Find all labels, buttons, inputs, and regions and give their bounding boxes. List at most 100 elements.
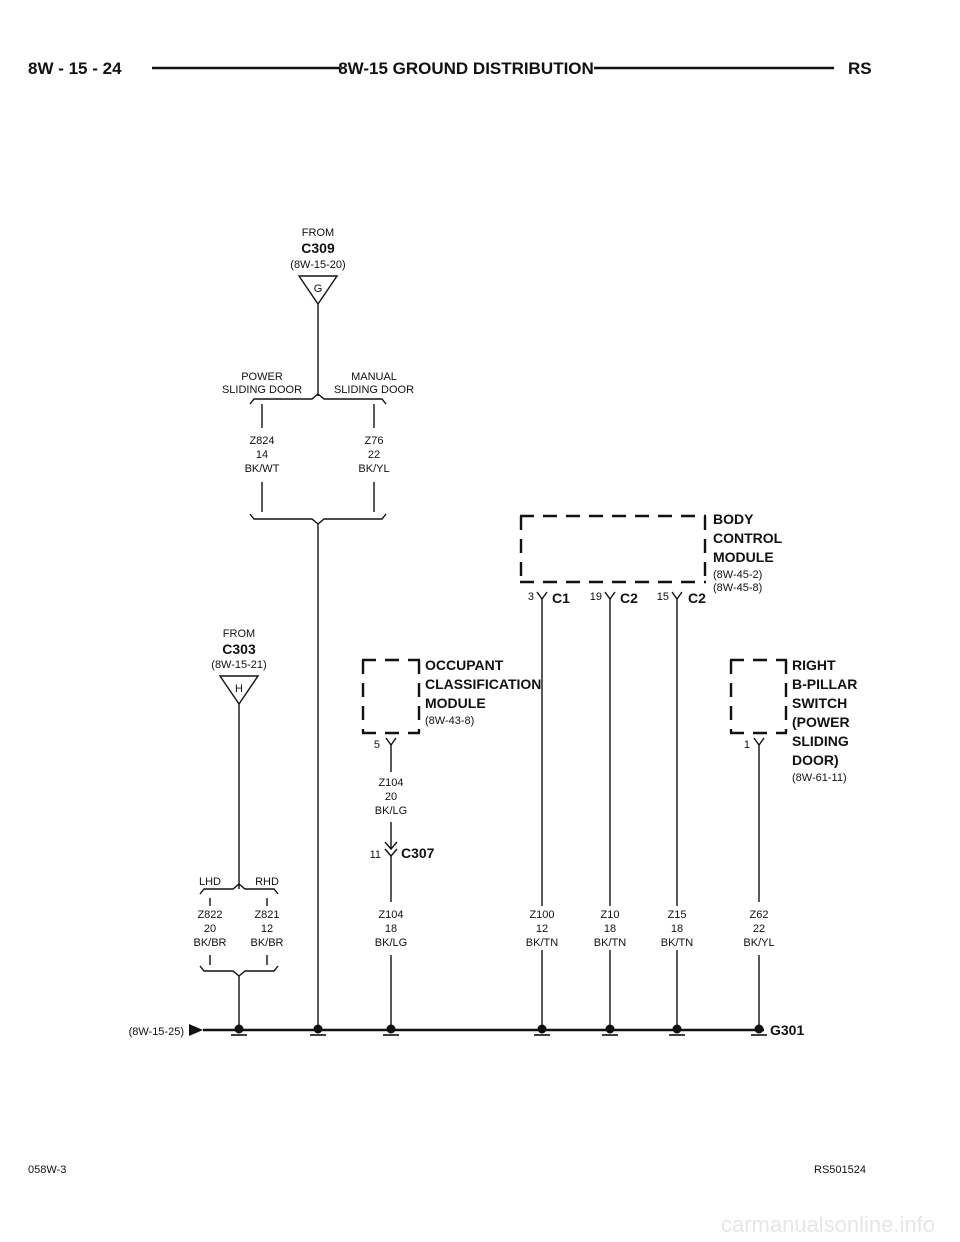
model-code: RS — [848, 59, 872, 78]
bpillar-box — [729, 658, 788, 735]
bcm-name-3: MODULE — [713, 549, 774, 565]
c303-connector-label: C303 — [222, 641, 256, 657]
z76-circuit: Z76 — [365, 435, 384, 447]
bcm-name-1: BODY — [713, 511, 754, 527]
splice-dot-icon — [669, 1024, 685, 1036]
splice-dot-icon — [310, 1024, 326, 1036]
footer-right-code: RS501524 — [814, 1164, 866, 1176]
rhd-label: RHD — [255, 876, 279, 888]
bpillar-name-6: DOOR) — [792, 752, 839, 768]
bpillar-pin-terminal-icon — [753, 737, 765, 747]
bcm-pin-15-terminal-icon — [671, 591, 683, 601]
c307-pin: 11 — [370, 849, 381, 861]
ocm-pin-5: 5 — [374, 739, 380, 751]
c303-ref: (8W-15-21) — [211, 659, 266, 671]
z10-circuit: Z10 — [601, 909, 620, 921]
c303-from-label: FROM — [223, 628, 255, 640]
ocm-name-2: CLASSIFICATION — [425, 676, 541, 692]
z104-upper-color: BK/LG — [375, 805, 407, 817]
ocm-box — [361, 658, 421, 735]
z76-color: BK/YL — [358, 463, 389, 475]
door-brace-top — [249, 393, 387, 405]
bpillar-name-1: RIGHT — [792, 657, 836, 673]
lhd-label: LHD — [199, 876, 221, 888]
z104-lower-color: BK/LG — [375, 937, 407, 949]
splice-g-letter: G — [314, 283, 323, 295]
drive-brace-bottom — [199, 965, 279, 977]
bus-arrow-icon — [189, 1024, 203, 1036]
ocm-name-1: OCCUPANT — [425, 657, 504, 673]
z824-color: BK/WT — [245, 463, 280, 475]
splice-dot-icon — [231, 1024, 247, 1036]
bcm-pin-15: 15 — [657, 591, 669, 603]
c309-connector-label: C309 — [301, 240, 335, 256]
ground-g301-label: G301 — [770, 1022, 804, 1038]
ocm-ref: (8W-43-8) — [425, 715, 474, 727]
z62-color: BK/YL — [743, 937, 774, 949]
c309-ref: (8W-15-20) — [290, 259, 345, 271]
splice-g-triangle-icon — [297, 275, 339, 306]
splice-h-letter: H — [235, 683, 243, 695]
bpillar-name-2: B-PILLAR — [792, 676, 857, 692]
bcm-ref-1: (8W-45-2) — [713, 569, 762, 581]
bcm-connector-c2-a: C2 — [620, 590, 638, 606]
z821-gauge: 12 — [261, 923, 273, 935]
ground-g301-icon — [751, 1024, 767, 1036]
z822-color: BK/BR — [193, 937, 226, 949]
z100-color: BK/TN — [526, 937, 558, 949]
z76-gauge: 22 — [368, 449, 380, 461]
z10-color: BK/TN — [594, 937, 626, 949]
z62-gauge: 22 — [753, 923, 765, 935]
z15-label-bg — [659, 906, 695, 950]
bcm-connector-c1: C1 — [552, 590, 570, 606]
manual-door-label-1: MANUAL — [351, 371, 397, 383]
z104-upper-gauge: 20 — [385, 791, 397, 803]
bcm-pin-3: 3 — [528, 591, 534, 603]
splice-h-triangle-icon — [218, 675, 260, 706]
z100-label-bg — [524, 906, 560, 950]
bcm-pin-3-terminal-icon — [536, 591, 548, 601]
z100-circuit: Z100 — [529, 909, 554, 921]
bus-continuation-ref: (8W-15-25) — [129, 1026, 184, 1038]
manual-door-label-2: SLIDING DOOR — [334, 384, 414, 396]
watermark: carmanualsonline.info — [721, 1212, 935, 1237]
splice-dot-icon — [602, 1024, 618, 1036]
z15-gauge: 18 — [671, 923, 683, 935]
c307-terminal-icon-top — [384, 841, 398, 851]
bpillar-name-4: (POWER — [792, 714, 850, 730]
bpillar-pin-1: 1 — [744, 739, 750, 751]
bpillar-name-3: SWITCH — [792, 695, 847, 711]
page-title: 8W-15 GROUND DISTRIBUTION — [338, 59, 594, 78]
bcm-ref-2: (8W-45-8) — [713, 582, 762, 594]
z100-gauge: 12 — [536, 923, 548, 935]
z104-upper-circuit: Z104 — [378, 777, 403, 789]
c307-connector: C307 — [401, 845, 435, 861]
bcm-pin-19-terminal-icon — [604, 591, 616, 601]
footer-left-code: 058W-3 — [28, 1164, 66, 1176]
bcm-name-2: CONTROL — [713, 530, 783, 546]
splice-dot-icon — [383, 1024, 399, 1036]
z822-circuit: Z822 — [197, 909, 222, 921]
bpillar-ref: (8W-61-11) — [792, 772, 847, 784]
z822-gauge: 20 — [204, 923, 216, 935]
ocm-name-3: MODULE — [425, 695, 486, 711]
z821-color: BK/BR — [250, 937, 283, 949]
c309-from-label: FROM — [302, 227, 334, 239]
z15-circuit: Z15 — [668, 909, 687, 921]
bcm-pin-19: 19 — [590, 591, 602, 603]
z104-lower-gauge: 18 — [385, 923, 397, 935]
z10-gauge: 18 — [604, 923, 616, 935]
bpillar-name-5: SLIDING — [792, 733, 849, 749]
ocm-pin-terminal-icon — [385, 737, 397, 747]
z15-color: BK/TN — [661, 937, 693, 949]
z10-label-bg — [592, 906, 628, 950]
z62-circuit: Z62 — [750, 909, 769, 921]
bcm-connector-c2-b: C2 — [688, 590, 706, 606]
z821-circuit: Z821 — [254, 909, 279, 921]
z104-lower-circuit: Z104 — [378, 909, 403, 921]
splice-dot-icon — [534, 1024, 550, 1036]
power-door-label-2: SLIDING DOOR — [222, 384, 302, 396]
z824-gauge: 14 — [256, 449, 268, 461]
door-brace-bottom — [249, 513, 387, 525]
